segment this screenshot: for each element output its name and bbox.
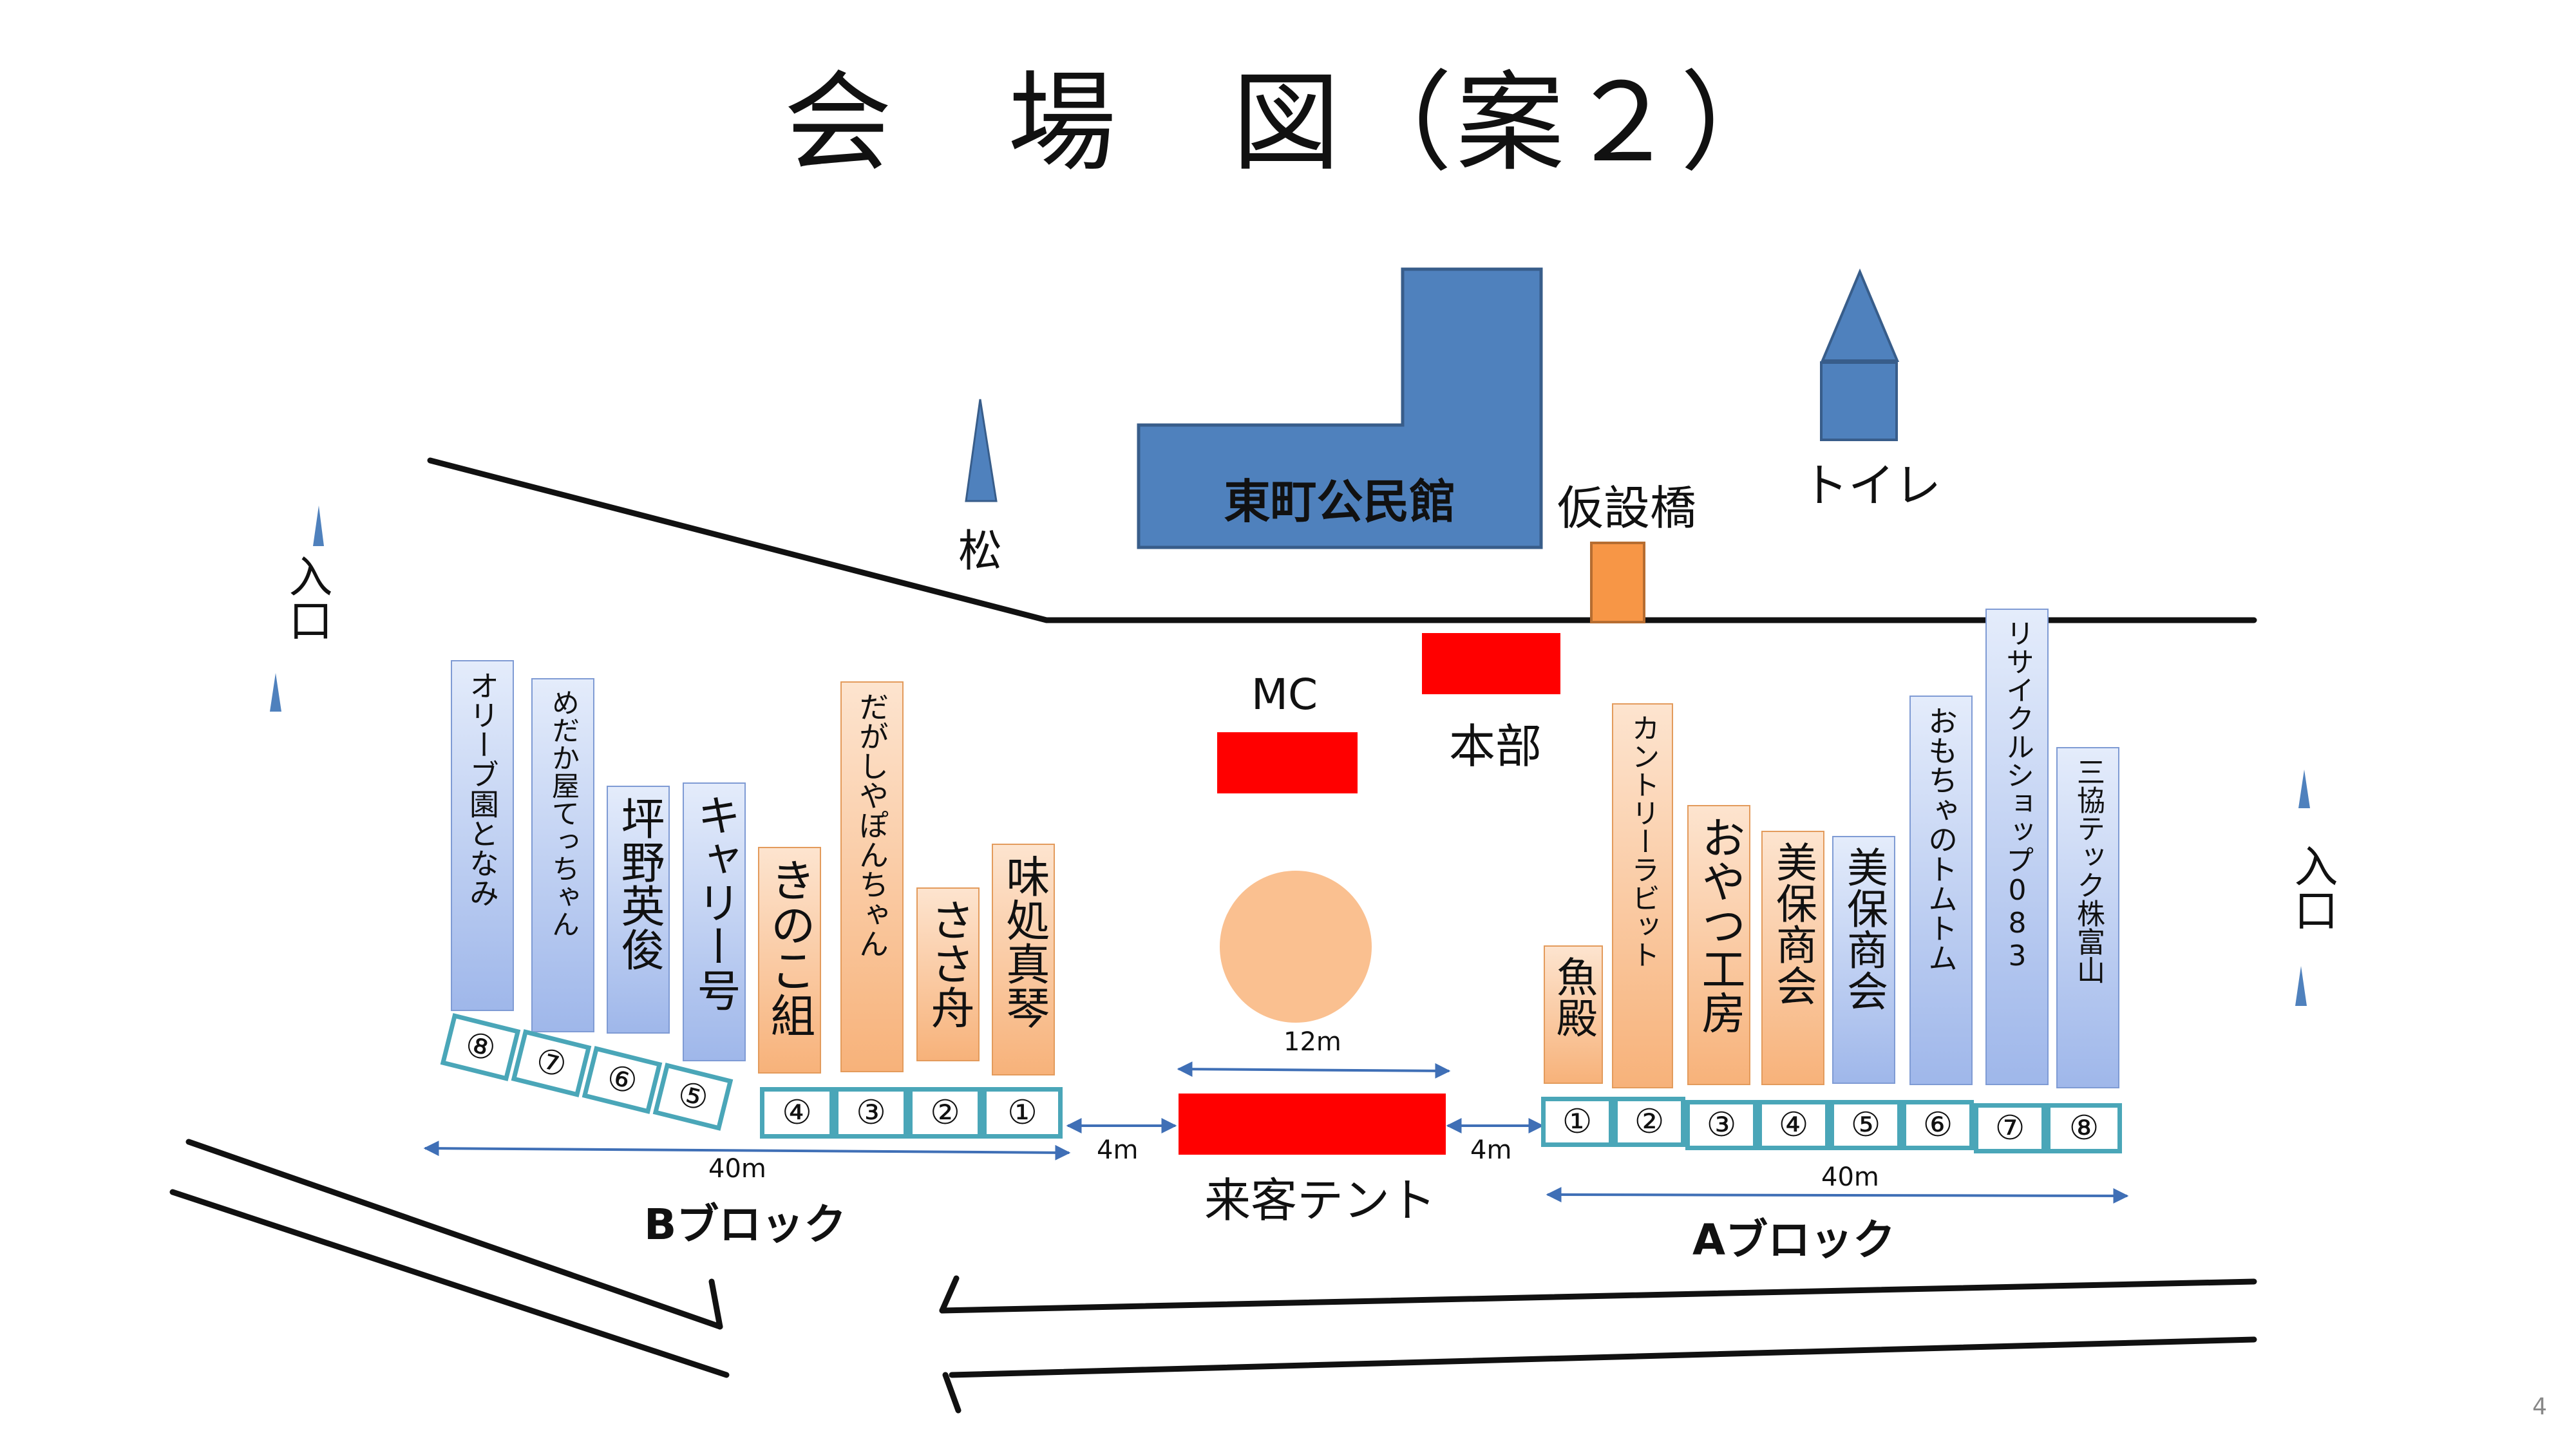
- stall-name: 味処真琴: [998, 854, 1049, 1029]
- slot-b4: ④: [760, 1087, 834, 1139]
- stall-name: おもちゃのトムトム: [1924, 706, 1958, 972]
- post-icon: [2298, 770, 2310, 808]
- mc-label: MC: [1251, 670, 1318, 719]
- stall-name: 美保商会: [1769, 841, 1817, 1006]
- stall-b5: キャリー号: [683, 782, 746, 1061]
- slot-b3: ③: [834, 1087, 908, 1139]
- bridge-label: 仮設橋: [1557, 481, 1697, 535]
- slot-b1: ①: [982, 1087, 1063, 1139]
- toilet-label: トイレ: [1802, 459, 1942, 513]
- visitor-tent: [1179, 1094, 1446, 1155]
- hall-building: [1137, 267, 1543, 549]
- stall-b6: 坪野英俊: [607, 786, 670, 1034]
- slot-a5: ⑤: [1830, 1100, 1902, 1150]
- pine-label: 松: [958, 526, 1003, 577]
- toilet-building: [1820, 361, 1898, 441]
- pine-tree-icon: [965, 399, 998, 502]
- page-title: 会 場 図（案２）: [784, 60, 1792, 186]
- toilet-roof: [1820, 268, 1900, 362]
- stall-a2: カントリーラビット: [1612, 703, 1673, 1088]
- mc-tent-left: [1217, 732, 1288, 793]
- entrance-right-label: 入口: [2286, 844, 2337, 931]
- slot-a6: ⑥: [1902, 1100, 1974, 1150]
- entrance-left-label: 入口: [281, 554, 332, 641]
- stall-a4: 美保商会: [1761, 831, 1824, 1085]
- stall-name: きのこ組: [763, 857, 816, 1037]
- circle-dimension-label: 12m: [1283, 1027, 1341, 1057]
- stall-name: ささ舟: [923, 898, 974, 1029]
- stall-name: 美保商会: [1840, 846, 1888, 1011]
- stall-name: 三協テック株富山: [2072, 757, 2105, 984]
- slot-b2: ②: [908, 1087, 982, 1139]
- center-circle: [1220, 871, 1372, 1023]
- bridge-shape: [1590, 542, 1645, 623]
- block-b-dimension-label: 40m: [708, 1154, 766, 1184]
- stall-a1: 魚殿: [1544, 945, 1603, 1084]
- stall-name: リサイクルショップ083: [2001, 619, 2034, 972]
- post-icon: [2295, 966, 2307, 1006]
- stall-a7: リサイクルショップ083: [1985, 609, 2049, 1085]
- page-number: 4: [2532, 1394, 2547, 1420]
- block-a-dimension-label: 40m: [1821, 1162, 1879, 1192]
- slot-a4: ④: [1757, 1100, 1830, 1150]
- stall-name: カントリーラビット: [1626, 714, 1660, 969]
- stall-name: オリーブ園となみ: [465, 670, 500, 907]
- stall-a8: 三協テック株富山: [2056, 747, 2119, 1088]
- gap-left-label: 4m: [1097, 1135, 1139, 1165]
- hq-tent: [1422, 633, 1560, 694]
- block-a-label: Aブロック: [1692, 1215, 1896, 1265]
- stall-name: キャリー号: [689, 793, 740, 1012]
- stall-b8: オリーブ園となみ: [451, 660, 514, 1011]
- stall-a6: おもちゃのトムトム: [1909, 696, 1973, 1085]
- stall-b4: きのこ組: [758, 847, 821, 1074]
- hq-label: 本部: [1449, 719, 1542, 773]
- gap-right-label: 4m: [1470, 1135, 1512, 1165]
- stall-b7: めだか屋てっちゃん: [531, 678, 594, 1032]
- stall-a5: 美保商会: [1832, 836, 1895, 1084]
- block-b-label: Bブロック: [644, 1200, 847, 1249]
- stall-b2: ささ舟: [916, 887, 980, 1061]
- stall-b3: だがしやぽんちゃん: [840, 681, 904, 1072]
- dimension-arrows: [423, 1061, 2129, 1204]
- stall-name: だがしやぽんちゃん: [855, 692, 889, 958]
- stall-name: 魚殿: [1549, 956, 1597, 1038]
- stall-name: めだか屋てっちゃん: [547, 688, 580, 938]
- road-lines: [169, 457, 2257, 1414]
- post-icon: [313, 506, 324, 546]
- mc-tent-right: [1287, 732, 1358, 793]
- post-icon: [270, 673, 281, 712]
- visitor-tent-label: 来客テント: [1204, 1173, 1437, 1227]
- stall-a3: おやつ工房: [1687, 805, 1750, 1085]
- slot-a2: ②: [1613, 1097, 1685, 1147]
- slot-a8: ⑧: [2046, 1103, 2122, 1153]
- hall-label: 東町公民館: [1224, 475, 1456, 529]
- stall-b1: 味処真琴: [992, 844, 1055, 1075]
- slot-a7: ⑦: [1974, 1103, 2046, 1153]
- stall-name: 坪野英俊: [613, 796, 664, 971]
- slot-a1: ①: [1541, 1097, 1613, 1147]
- stall-name: おやつ工房: [1694, 815, 1745, 1034]
- slot-a3: ③: [1685, 1100, 1757, 1150]
